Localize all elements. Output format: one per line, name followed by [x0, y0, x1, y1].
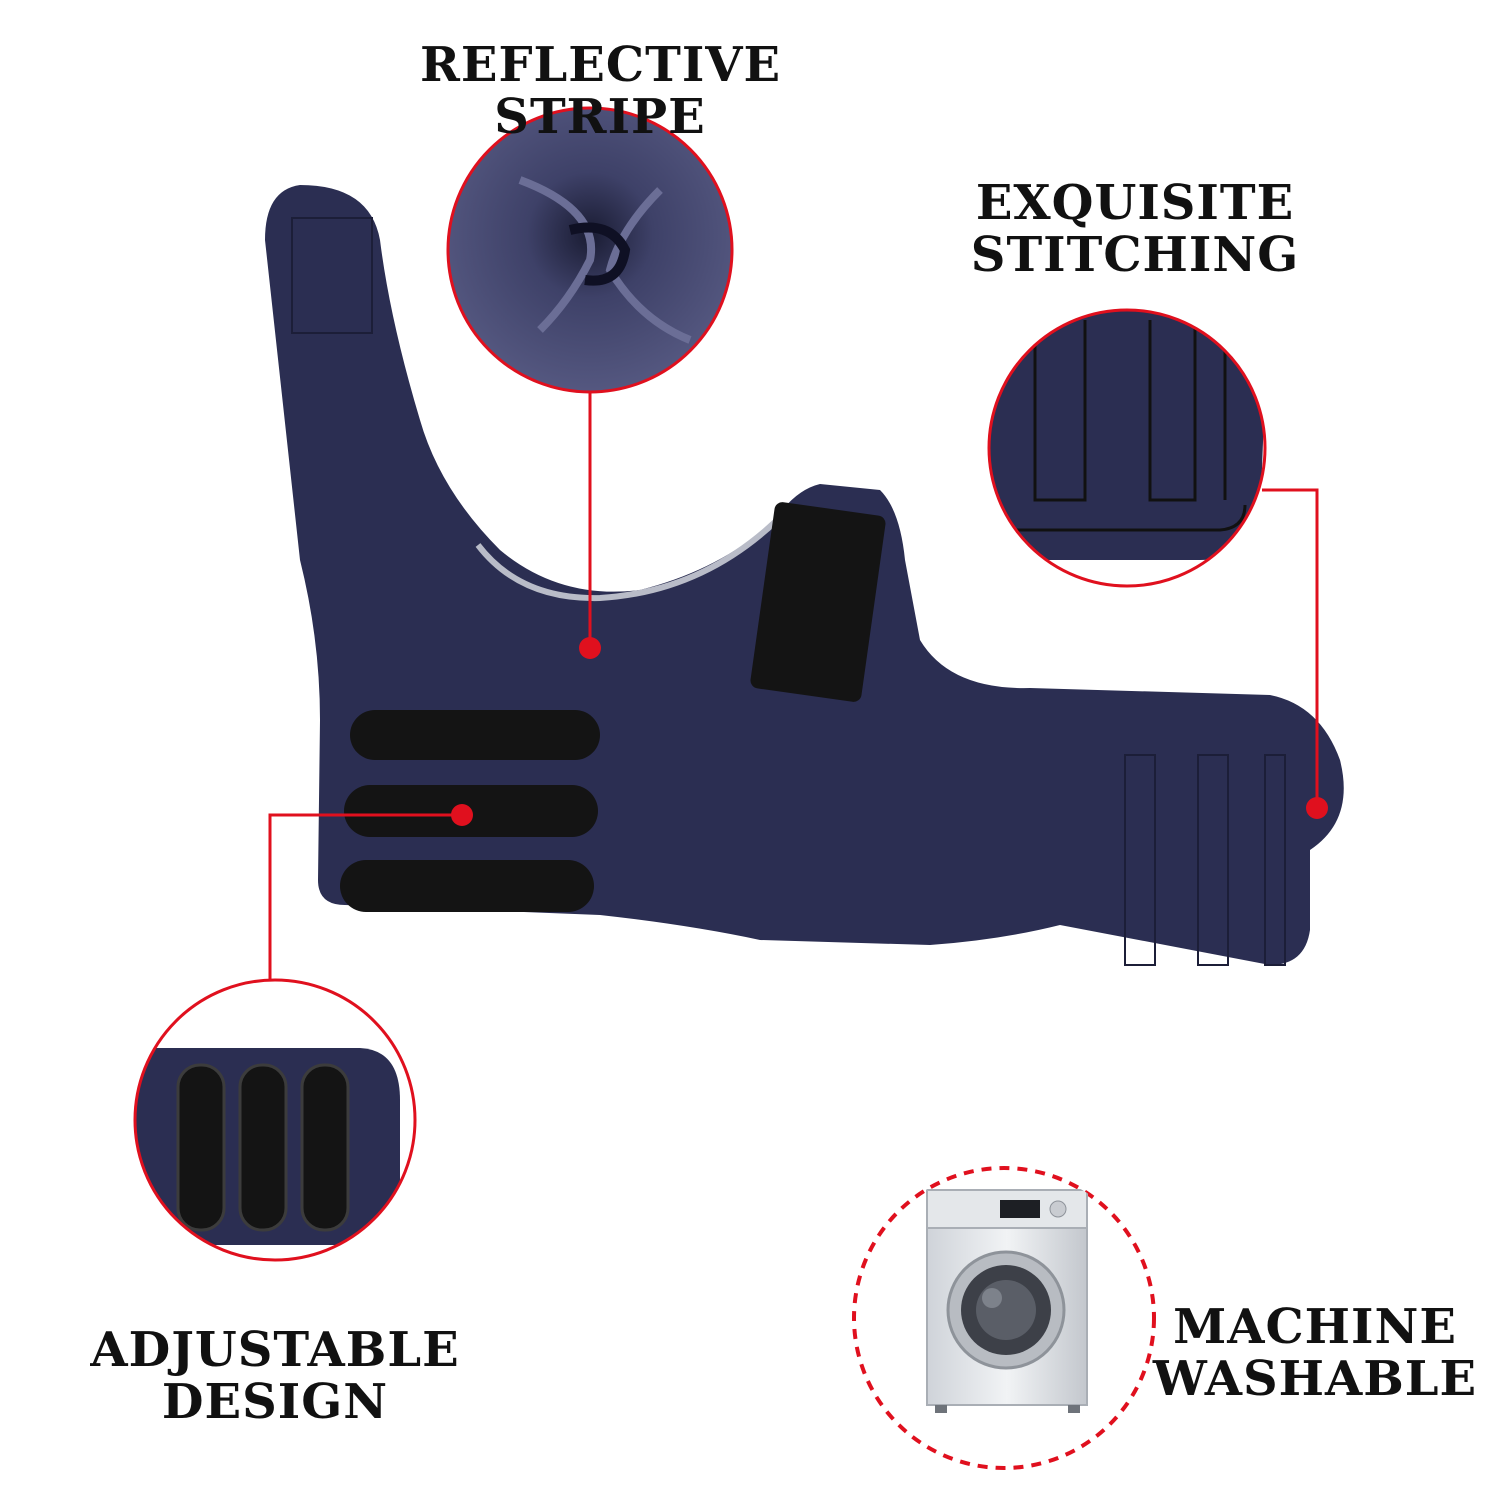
adjustable-callout-dot [451, 804, 473, 826]
side-velcro-strap [340, 860, 594, 912]
stitching-label-line1: EXQUISITE [975, 175, 1295, 231]
washing-machine-icon [852, 1166, 1156, 1470]
belly-stitching [1124, 754, 1156, 966]
belly-stitching [1264, 754, 1286, 966]
adjustable-strap-zoom [133, 978, 417, 1262]
machine-washable-label: MACHINE WASHABLE [1150, 1299, 1480, 1407]
stitching-callout-dot [1306, 797, 1328, 819]
reflective-stripe-label: REFLECTIVE STRIPE [420, 37, 782, 145]
stitching-callout-line [1262, 488, 1319, 808]
adjustable-label-line1: ADJUSTABLE [90, 1322, 460, 1378]
shoulder-velcro-strap [750, 502, 886, 702]
adjustable-callout-line [268, 813, 462, 980]
reflective-stripe [475, 519, 778, 602]
reflective-label-line1: REFLECTIVE [420, 37, 782, 93]
reflective-callout-dot [579, 637, 601, 659]
neck-tab-stitching [291, 217, 373, 334]
adjustable-design-label: ADJUSTABLE DESIGN [80, 1322, 470, 1430]
stitching-zoom [987, 308, 1267, 588]
washable-label-line1: MACHINE [1173, 1299, 1457, 1355]
reflective-fabric-zoom [446, 106, 734, 394]
side-velcro-strap [350, 710, 600, 760]
washable-label-line2: WASHABLE [1152, 1350, 1478, 1407]
belly-stitching [1197, 754, 1229, 966]
adjustable-label-line2: DESIGN [161, 1373, 389, 1430]
stitching-label-line2: STITCHING [970, 226, 1300, 283]
exquisite-stitching-label: EXQUISITE STITCHING [960, 175, 1310, 283]
reflective-label-line2: STRIPE [494, 88, 706, 145]
